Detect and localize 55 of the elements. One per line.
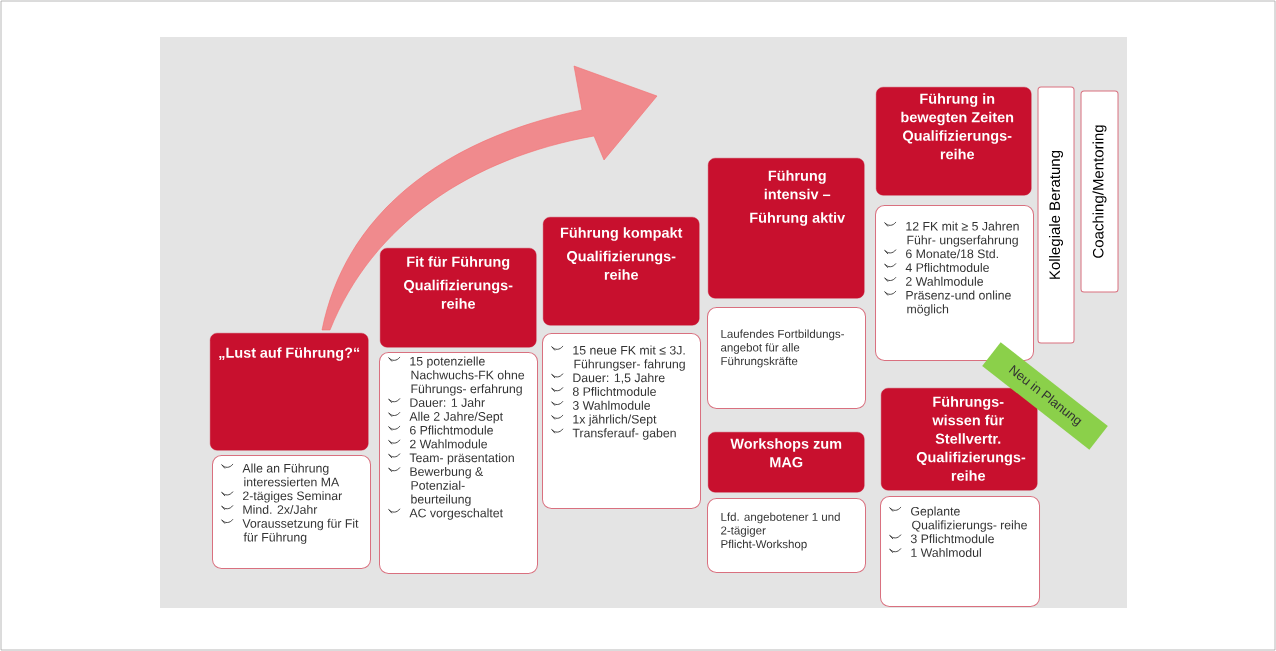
list-item: 4 Pflichtmodule [905, 262, 989, 272]
details-box [212, 455, 371, 569]
list-item: Geplante Qualifizierungs- reihe [911, 506, 1027, 532]
heading-text: Qualifizierungs- reihe [404, 279, 513, 309]
details-box [880, 496, 1040, 607]
program-header-box [708, 158, 865, 299]
list-item: Team- präsentation [409, 453, 514, 465]
details-box [542, 333, 701, 509]
list-item: 2 Wahlmodule [410, 439, 487, 449]
program-header-box [380, 248, 537, 348]
list-item: 15 neue FK mit ≤ 3J. Führungser- fahrung [573, 345, 685, 371]
heading-text: „Lust auf Führung?“ [219, 347, 360, 361]
details-box [875, 205, 1034, 361]
list-item: Dauer: 1,5 Jahre [573, 373, 665, 384]
list-item: 3 Pflichtmodule [910, 534, 994, 544]
list-item: 2-tägiges Seminar [243, 491, 342, 503]
list-item: Mind. 2x/Jahr [243, 504, 318, 514]
list-item: 2 Wahlmodule [906, 276, 983, 286]
list-item: 1 Wahlmodul [911, 547, 981, 557]
list-item: AC vorgeschaltet [409, 508, 503, 520]
vertical-box [1037, 86, 1075, 344]
list-item: 12 FK mit ≥ 5 Jahren Führ- ungserfahrung [906, 221, 1019, 247]
vertical-label: Coaching/Mentoring [1092, 125, 1107, 258]
list-item: Alle 2 Jahre/Sept [409, 411, 503, 424]
list-item: Voraussetzung für Fit für Führung [242, 518, 359, 544]
list-item: 8 Pflichtmodule [572, 386, 656, 396]
heading-text: Führung kompakt [560, 227, 683, 241]
description-text: Lfd. angebotener 1 und 2-tägiger Pflicht-Workshop [721, 512, 840, 551]
list-item: 3 Wahlmodule [572, 400, 650, 410]
vertical-box [1080, 90, 1119, 293]
heading-text: Führung intensiv – [764, 170, 831, 200]
details-box [707, 307, 866, 409]
list-item: 6 Monate/18 Std. [906, 249, 998, 259]
vertical-label: Kollegiale Beratung [1049, 150, 1063, 279]
heading-text: Führungs- wissen für Stellvertr. Qualifizierungs- reihe [916, 396, 1026, 481]
heading-text: Führung in bewegten Zeiten Qualifizierungs- reihe [901, 93, 1014, 160]
heading-text: Führung aktiv [750, 212, 846, 226]
details-box [707, 498, 866, 573]
list-item: Alle an Führung interessierten MA [242, 463, 340, 487]
list-item: 6 Pflichtmodule [410, 425, 493, 435]
program-header-box [708, 432, 865, 493]
heading-text: Workshops zum MAG [730, 438, 842, 468]
list-item: Dauer: 1 Jahr [410, 397, 485, 407]
program-header-box [210, 333, 369, 451]
heading-text: Qualifizierungs- reihe [567, 250, 676, 280]
list-item: Bewerbung & Potenzial- beurteilung [410, 466, 484, 506]
description-text: Laufendes Fortbildungs- angebot für alle Führungskräfte [721, 329, 844, 368]
list-item: 15 potenzielle Nachwuchs-FK ohne Führungs- erfahrung [410, 356, 525, 396]
heading-text: Fit für Führung [407, 256, 510, 270]
program-header-box [876, 87, 1032, 196]
list-item: Transferauf- gaben [572, 428, 676, 440]
list-item: 1x jährlich/Sept [573, 414, 657, 426]
program-header-box [543, 217, 700, 326]
details-box [379, 352, 538, 574]
list-item: Präsenz-und online möglich [906, 290, 1011, 316]
